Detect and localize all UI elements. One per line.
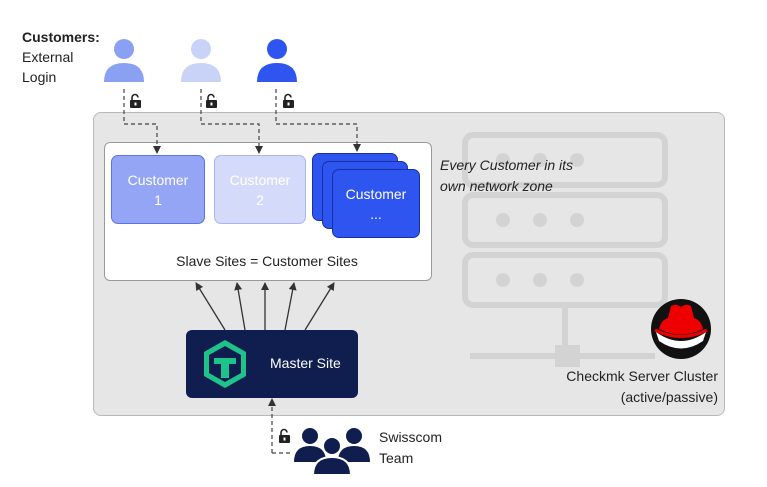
cluster-label-line2: (active/passive)	[620, 389, 718, 405]
replication-arrow-4	[284, 282, 297, 331]
lock-icon	[279, 428, 290, 443]
customers-line2: External	[22, 49, 74, 65]
customer-user-icon-2	[181, 39, 221, 82]
team-group-icon	[294, 428, 370, 476]
slave-sites-label: Slave Sites = Customer Sites	[176, 253, 358, 269]
customers-line3: Login	[22, 69, 57, 85]
lock-icon	[283, 93, 294, 108]
customer-site-1[interactable]: Customer 1	[111, 155, 205, 224]
cluster-label: Checkmk Server Cluster (active/passive)	[540, 366, 718, 408]
customer-site-2-line2: 2	[256, 191, 264, 208]
team-label-line2: Team	[379, 450, 414, 466]
customer-site-more-line1: Customer	[345, 185, 407, 202]
cluster-label-line1: Checkmk Server Cluster	[566, 368, 718, 384]
customer-2-login-line	[200, 89, 263, 154]
customer-3-login-line	[275, 89, 361, 152]
lock-icon	[206, 93, 217, 108]
replication-arrow-1	[195, 282, 226, 331]
replication-arrow-2	[234, 282, 246, 331]
customer-user-icon-3	[257, 39, 297, 82]
customer-site-more[interactable]: Customer ...	[332, 169, 420, 238]
lock-icon	[130, 93, 141, 108]
team-label: Swisscom Team	[379, 427, 442, 469]
customers-title: Customers:	[22, 29, 100, 45]
customer-site-2-line1: Customer	[229, 171, 291, 188]
server-rack-icon	[462, 132, 668, 367]
customer-user-icon-1	[104, 39, 144, 82]
network-zone-note-line2: own network zone	[440, 178, 553, 194]
customer-site-1-line1: Customer	[127, 171, 189, 188]
network-zone-note-line1: Every Customer in its	[440, 157, 574, 173]
customer-1-login-line	[123, 89, 161, 154]
master-site-label: Master Site	[270, 355, 341, 371]
customer-site-1-line2: 1	[154, 191, 162, 208]
team-label-line1: Swisscom	[379, 429, 443, 445]
replication-arrow-5	[304, 282, 335, 331]
customers-label: Customers: External Login	[22, 27, 100, 87]
customer-site-2[interactable]: Customer 2	[214, 155, 306, 224]
network-zone-note: Every Customer in its own network zone	[440, 155, 573, 197]
redhat-logo-icon	[651, 299, 711, 359]
checkmk-logo-icon	[204, 340, 246, 388]
customer-site-more-line2: ...	[370, 205, 382, 222]
